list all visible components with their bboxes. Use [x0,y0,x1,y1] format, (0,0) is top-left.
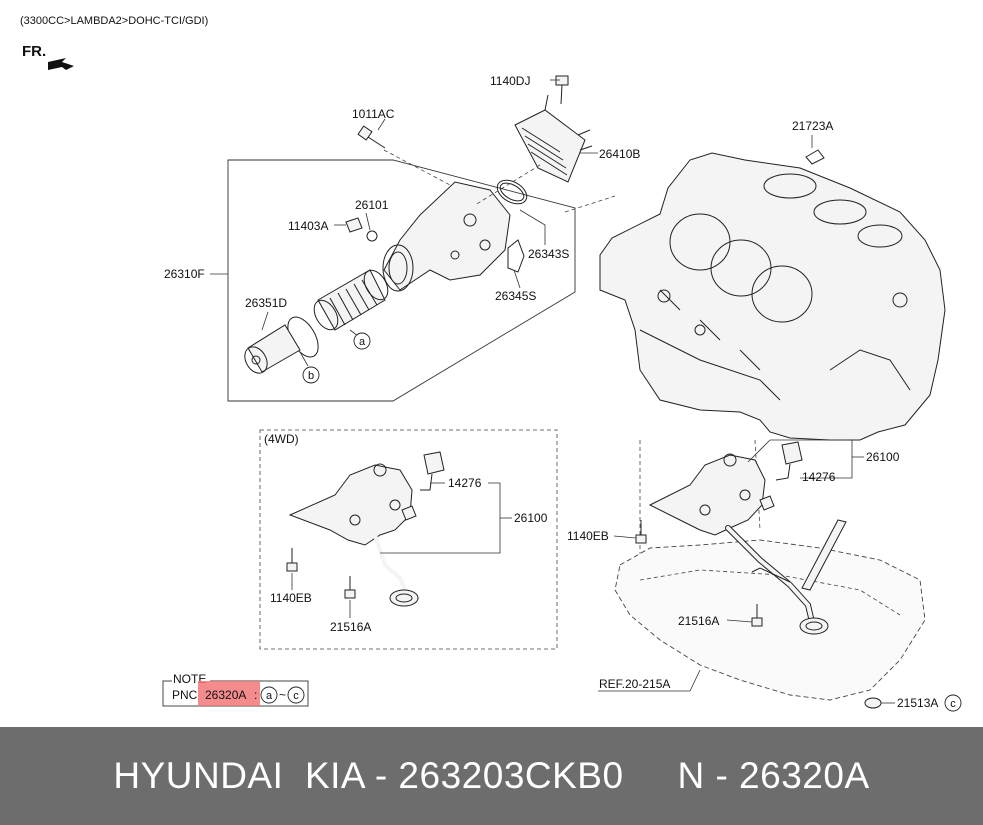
bolt-1140eb-left [286,548,298,572]
oil-cooler-part [514,94,593,183]
label-21723a: 21723A [792,119,833,133]
callout-circle-a [353,332,371,350]
label-1140eb-left: 1140EB [270,591,312,605]
label-1140dj: 1140DJ [490,74,530,88]
label-ref-20-215a: REF.20-215A [599,677,670,691]
filter-cap-26351d [244,324,301,374]
diagram-canvas: (3300CC>LAMBDA2>DOHC-TCI/GDI) FR. [20,15,962,712]
washer-26101 [366,230,378,242]
callout-circle-a-label: a [359,336,366,348]
front-arrow-icon [48,58,74,70]
note-range-from: a [266,690,273,702]
callout-circle-b-label: b [308,370,314,382]
label-21513a: 21513A [897,696,938,710]
oil-filter-housing [382,181,511,292]
label-26310f: 26310F [164,267,205,281]
engine-subtitle: (3300CC>LAMBDA2>DOHC-TCI/GDI) [20,15,208,27]
label-21516a-left: 21516A [330,620,371,634]
bolt-1011ac [357,125,386,149]
label-26343s: 26343S [528,247,569,261]
label-14276-right: 14276 [802,470,836,484]
label-26100-right: 26100 [866,450,900,464]
note-range-tilde: ~ [279,688,286,702]
callout-circle-b [302,366,320,384]
note-pnc-prefix: PNC [172,688,198,702]
clip-21723a [805,149,825,165]
bolt-1140eb-right [635,520,647,544]
label-4wd: (4WD) [264,432,299,446]
label-26351d: 26351D [245,296,287,310]
label-11403a: 11403A [288,219,328,233]
note-range-to-circle [287,686,305,704]
part-number-text: HYUNDAI KIA - 263203CKB0 N - 26320A [113,755,870,796]
note-pnc-code: 26320A [205,688,246,702]
label-26345s: 26345S [495,289,536,303]
note-range-from-circle [260,686,278,704]
note-box: NOTE PNC 26320A : a ~ c [162,672,309,707]
callout-circle-c-label: c [950,698,956,710]
parts-diagram: (3300CC>LAMBDA2>DOHC-TCI/GDI) FR. [20,15,962,712]
label-26100-left: 26100 [514,511,548,525]
dipstick-guide [801,519,847,591]
pnc-highlight [198,681,260,706]
callout-circle-c [944,694,962,712]
bolt-1140dj [555,75,569,105]
label-1140eb-right: 1140EB [567,529,609,543]
label-1011ac: 1011AC [352,107,395,121]
oil-filter-element [313,269,389,331]
engine-block [599,152,946,441]
label-14276-left: 14276 [448,476,482,490]
oil-pump-4wd [288,451,445,607]
label-26101: 26101 [355,198,389,212]
note-range-to: c [293,690,299,702]
note-range-separator: : [254,688,257,702]
gasket-26345s [507,239,525,273]
part-number-banner: HYUNDAI KIA - 263203CKB0 N - 26320A [0,727,983,825]
drain-plug-21513a [864,697,882,709]
oil-filter-group-outline [227,159,576,402]
o-ring-26343s [496,179,528,205]
bolt-21516a-left [344,576,356,599]
oil-pump-2wd [648,441,829,635]
front-direction-label: FR. [22,43,46,60]
label-26410b: 26410B [599,147,640,161]
4wd-group-outline [259,429,558,650]
plug-11403a [345,217,363,233]
oil-pan [614,539,926,701]
label-21516a-right: 21516A [678,614,719,628]
